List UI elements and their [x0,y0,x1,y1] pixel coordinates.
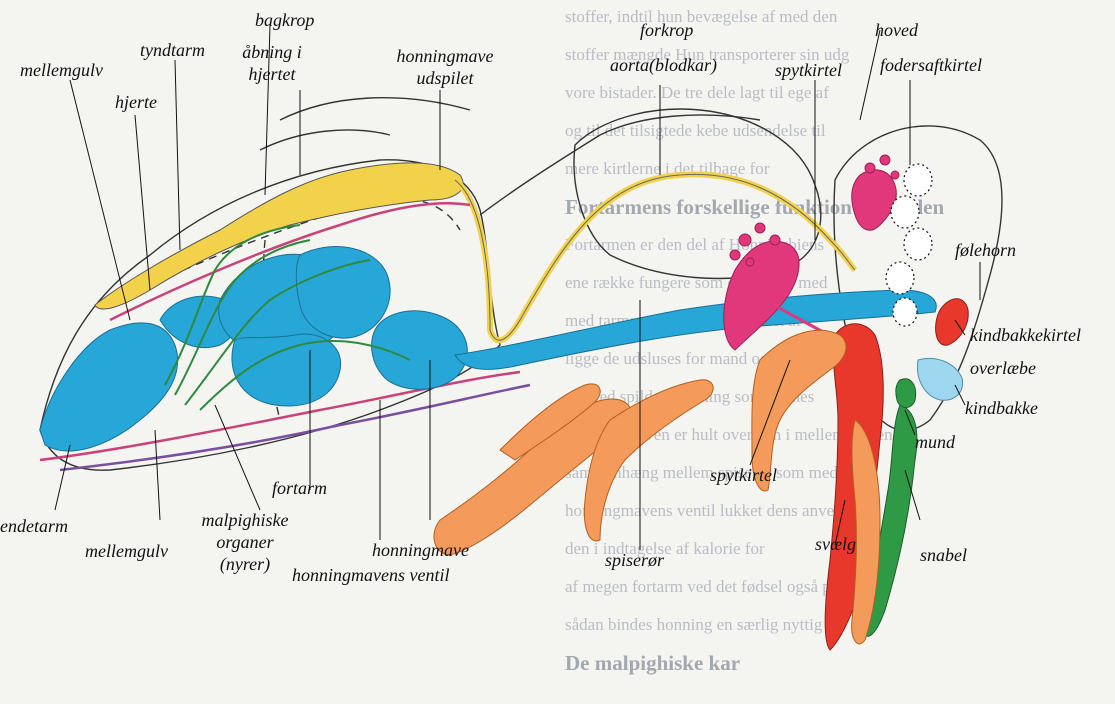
labrum [896,379,916,408]
mandible-blue [917,358,962,400]
abdomen-segment-line [260,130,390,150]
label-mellemgulv-bottom: mellemgulv [85,541,168,561]
label-fodersaftkirtel: fodersaftkirtel [880,55,982,75]
label-organer: organer [190,532,300,552]
label-kindbakkekirtel: kindbakkekirtel [970,325,1081,345]
label-honningmave-udspilet-2: udspilet [385,68,505,88]
label-spytkirtel-top: spytkirtel [775,60,842,80]
legs [434,330,880,644]
label-hjerte: hjerte [115,92,157,112]
label-mund: mund [915,432,955,452]
label-snabel: snabel [920,545,967,565]
label-endetarm: endetarm [0,516,68,536]
label-nyrer: (nyrer) [190,554,300,574]
midgut-coil-2 [232,334,341,406]
rectum [40,323,178,451]
label-mellemgulv-top: mellemgulv [20,60,103,80]
label-abning-i: åbning i [232,42,312,62]
mandible-gland-red [936,299,969,346]
salivary-gland-head [852,170,897,230]
label-kindbakke: kindbakke [965,398,1038,418]
label-hjertet: hjertet [232,64,312,84]
label-bagkrop: bagkrop [255,10,314,30]
label-aorta: aorta(blodkar) [610,55,717,75]
label-spiseror: spiserør [605,550,664,570]
label-honningmavens-ventil: honningmavens ventil [292,565,449,585]
label-forkrop: forkrop [640,20,693,40]
midgut-coil-3 [296,247,390,339]
label-hoved: hoved [875,20,918,40]
waist-outline [480,115,760,215]
label-folehorn: følehorn [955,240,1016,260]
label-svaelg: svælg [815,534,856,554]
label-malpighiske: malpighiske [190,510,300,530]
pharynx-and-proboscis [825,299,968,650]
label-tyndtarm: tyndtarm [140,40,205,60]
label-honningmave-udspilet-1: honningmave [385,46,505,66]
label-overlaebe: overlæbe [970,358,1036,378]
label-fortarm: fortarm [272,478,327,498]
label-honningmave: honningmave [372,540,469,560]
label-spytkirtel-bottom: spytkirtel [710,465,777,485]
wing-outline [280,98,470,120]
